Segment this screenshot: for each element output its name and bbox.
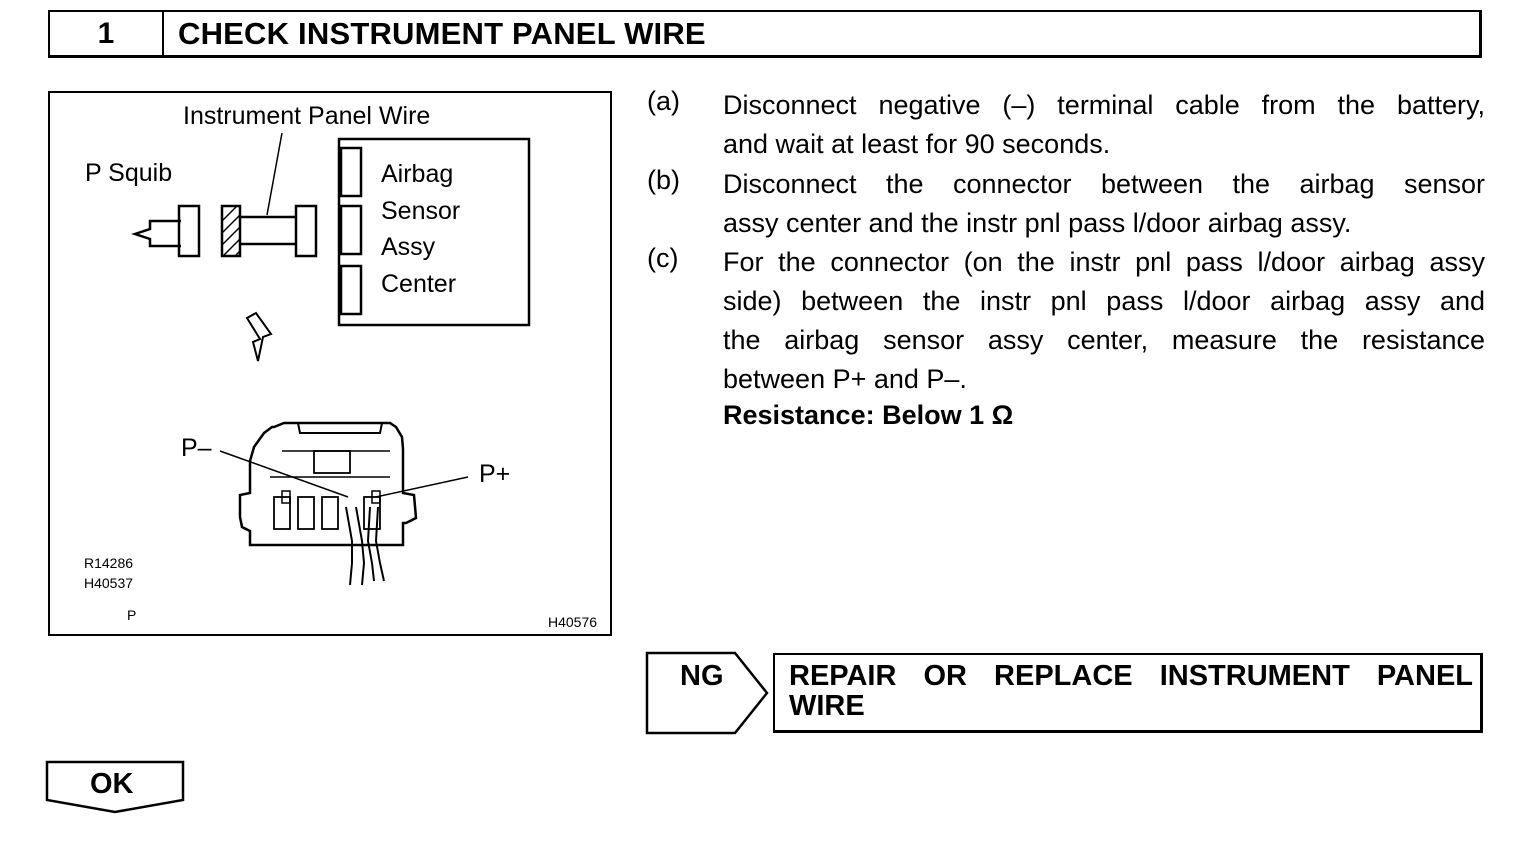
squib-plug [131,219,181,248]
connector-body [238,421,418,547]
p-squib-label: P Squib [85,159,173,187]
figure-code-3: P [127,607,137,623]
wire-leader-line [266,132,283,216]
connector-figure: Instrument Panel Wire P Squib Airbag Sen… [48,91,612,636]
terminal-cavity-3 [321,496,339,530]
connector-top-latch [297,422,383,434]
step-c-letter: (c) [647,243,679,273]
step-a-text: Disconnect negative (–) terminal cable f… [723,86,1485,164]
ng-result-line-1: REPAIR OR REPLACE INSTRUMENT PANEL [789,660,1473,692]
ok-label: OK [90,768,134,800]
airbag-label: Airbag [381,160,454,188]
resistance-spec: Resistance: Below 1 Ω [723,400,1014,430]
probe-lead-2 [355,506,366,586]
squib-connector [177,204,201,258]
ng-label: NG [680,660,724,692]
sensor-terminal-3 [339,264,363,316]
p-plus-label: P+ [479,460,511,488]
ng-arrow-box [645,651,769,735]
ok-arrow-box [45,760,185,814]
probe-lead-3 [366,506,375,582]
step-c-line-3: the airbag sensor assy center, measure t… [723,325,1485,355]
figure-code-1: R14286 [84,555,134,571]
hatched-connector [220,204,242,258]
step-b-letter: (b) [647,165,680,195]
step-number: 1 [50,12,164,55]
ng-result-box: REPAIR OR REPLACE INSTRUMENT PANEL WIRE [773,653,1483,733]
sensor-terminal-1 [339,146,363,198]
terminal-cavity-5 [281,490,291,504]
step-b-line-2: assy center and the instr pnl pass l/doo… [723,208,1352,238]
p-minus-label: P– [181,434,212,462]
instrument-panel-wire-label: Instrument Panel Wire [183,102,431,130]
step-c-line-2: side) between the instr pnl pass l/door … [723,286,1485,316]
step-a-line-1: Disconnect negative (–) terminal cable f… [723,90,1485,120]
sensor-box [337,137,531,327]
step-header: 1 CHECK INSTRUMENT PANEL WIRE [48,10,1482,58]
step-c-text: For the connector (on the instr pnl pass… [723,243,1485,399]
hatch-pattern [221,205,241,256]
step-a-line-2: and wait at least for 90 seconds. [723,129,1111,159]
p-plus-leader [375,476,469,498]
figure-code-2: H40537 [84,575,134,591]
probe-lead-4 [374,506,385,582]
connector-lock [313,450,351,474]
step-c-line-1: For the connector (on the instr pnl pass… [723,247,1485,277]
terminal-cavity-2 [297,496,315,530]
terminal-cavity-6 [371,490,381,504]
sensor-terminal-2 [339,204,363,256]
down-arrow-icon [245,311,273,362]
ng-result-line-2: WIRE [789,690,865,722]
step-a-letter: (a) [647,86,680,116]
step-b-text: Disconnect the connector between the air… [723,165,1485,243]
center-label: Center [381,270,457,298]
sensor-side-connector [294,204,318,258]
probe-lead-1 [345,506,353,586]
sensor-label: Sensor [381,197,461,225]
step-c-line-4: between P+ and P–. [723,364,967,394]
figure-code-4: H40576 [548,614,598,630]
step-b-line-1: Disconnect the connector between the air… [723,169,1485,199]
assy-label: Assy [381,233,436,261]
p-minus-leader [219,450,349,498]
figure-drawing [131,132,531,586]
step-title: CHECK INSTRUMENT PANEL WIRE [178,16,706,51]
